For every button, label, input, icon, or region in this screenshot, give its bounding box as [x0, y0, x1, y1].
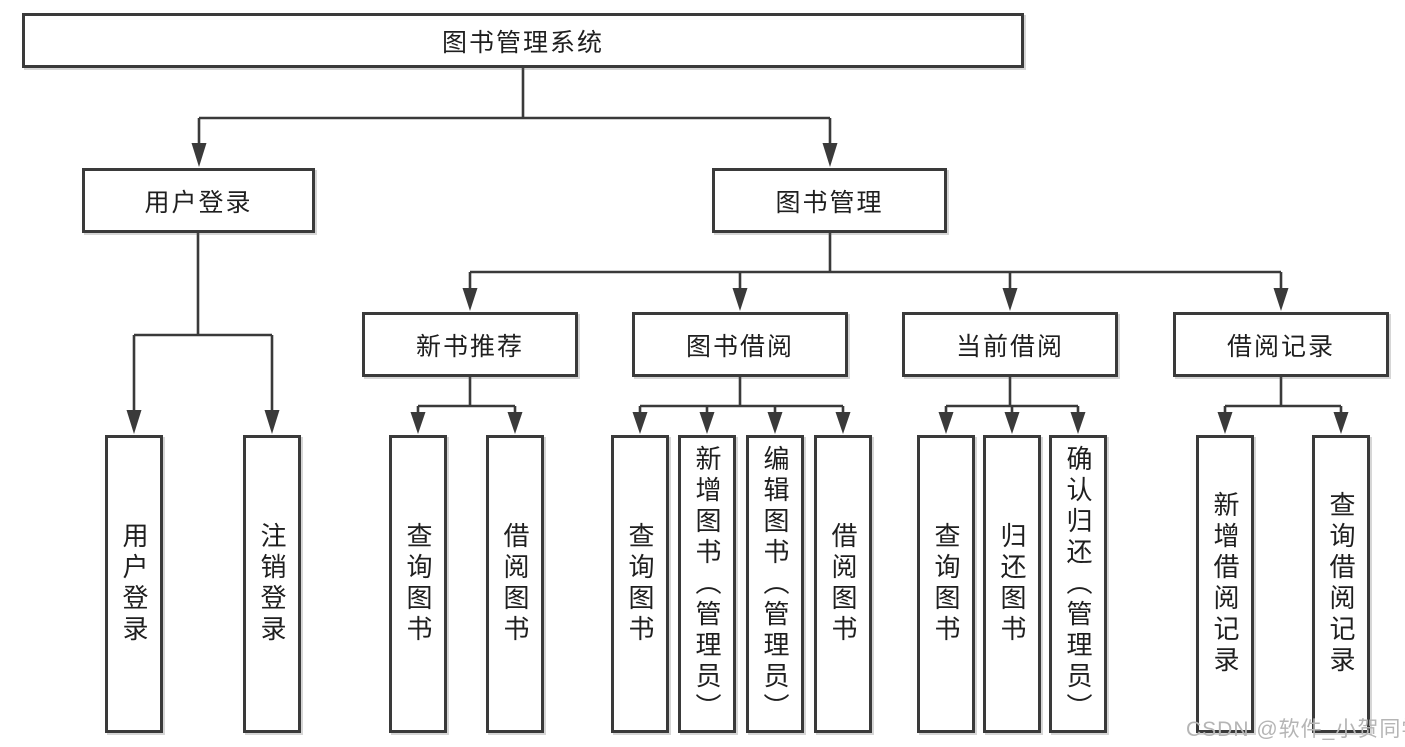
- leaf-add-books-admin: 新增图书（管理员）: [678, 435, 736, 733]
- node-current-borrowing: 当前借阅: [902, 312, 1118, 377]
- leaf-query-books-3: 查询图书: [917, 435, 975, 733]
- node-user-login: 用户登录: [82, 168, 315, 233]
- leaf-confirm-return-admin: 确认归还（管理员）: [1049, 435, 1107, 733]
- node-book-management: 图书管理: [712, 168, 947, 233]
- arrowheads: [126, 143, 1349, 434]
- node-book-borrowing: 图书借阅: [632, 312, 848, 377]
- leaf-edit-books-admin: 编辑图书（管理员）: [746, 435, 804, 733]
- leaf-logout: 注销登录: [243, 435, 301, 733]
- leaf-query-books-1: 查询图书: [389, 435, 447, 733]
- leaf-query-borrow-record: 查询借阅记录: [1312, 435, 1370, 733]
- leaf-borrow-books-2: 借阅图书: [814, 435, 872, 733]
- csdn-watermark: CSDN @软件_小贺同学: [1186, 718, 1405, 741]
- node-borrowing-records: 借阅记录: [1173, 312, 1389, 377]
- node-new-book-recommendation: 新书推荐: [362, 312, 578, 377]
- leaf-borrow-books-1: 借阅图书: [486, 435, 544, 733]
- node-library-management-system: 图书管理系统: [22, 13, 1024, 68]
- leaf-query-books-2: 查询图书: [611, 435, 669, 733]
- leaf-add-borrow-record: 新增借阅记录: [1196, 435, 1254, 733]
- leaf-user-login: 用户登录: [105, 435, 163, 733]
- leaf-return-books: 归还图书: [983, 435, 1041, 733]
